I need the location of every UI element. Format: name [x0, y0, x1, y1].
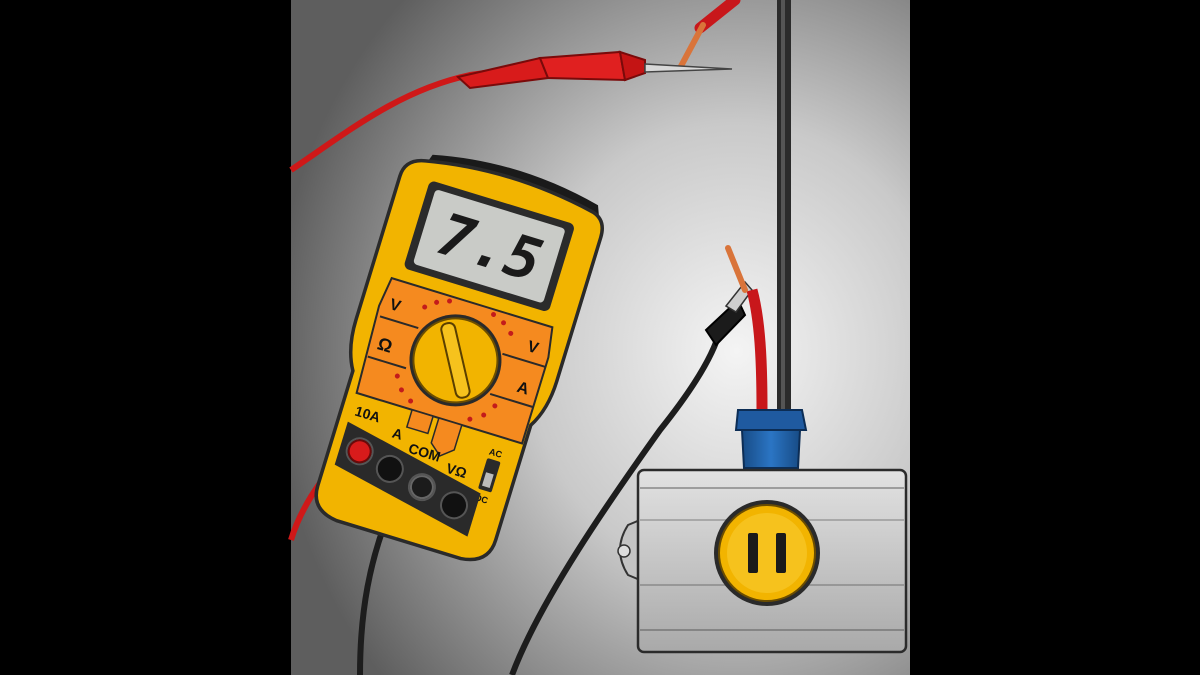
red-probe-top	[289, 50, 733, 173]
port-label-10a: 10A	[353, 403, 382, 426]
port-label-v-ohm: VΩ	[444, 460, 468, 481]
socket-slot-right	[776, 533, 786, 573]
letterbox-left	[0, 0, 291, 675]
switch-label-ac: AC	[488, 446, 504, 460]
outlet-box	[617, 468, 908, 654]
dial-label-v-ac: V	[388, 296, 403, 315]
wire-connector-cap	[734, 409, 808, 469]
letterbox-right	[910, 0, 1200, 675]
dial-label-ohm: Ω	[375, 333, 395, 356]
port-label-a: A	[390, 425, 404, 443]
rotary-dial-knob	[409, 314, 502, 407]
dial-label-amps: A	[515, 379, 531, 399]
socket-slot-left	[748, 533, 758, 573]
power-socket	[714, 500, 820, 606]
port-a	[375, 454, 404, 483]
loose-wire-top	[677, 0, 741, 71]
red-plug	[347, 439, 372, 464]
black-plug	[409, 475, 434, 500]
multimeter: 7.5 V V Ω A AC DC	[314, 154, 604, 562]
vertical-wire	[777, 0, 791, 410]
dial-ticks	[394, 298, 514, 422]
dial-label-v-dc: V	[525, 338, 540, 357]
port-v-ohm	[440, 491, 469, 520]
red-wire-to-box	[725, 245, 768, 411]
